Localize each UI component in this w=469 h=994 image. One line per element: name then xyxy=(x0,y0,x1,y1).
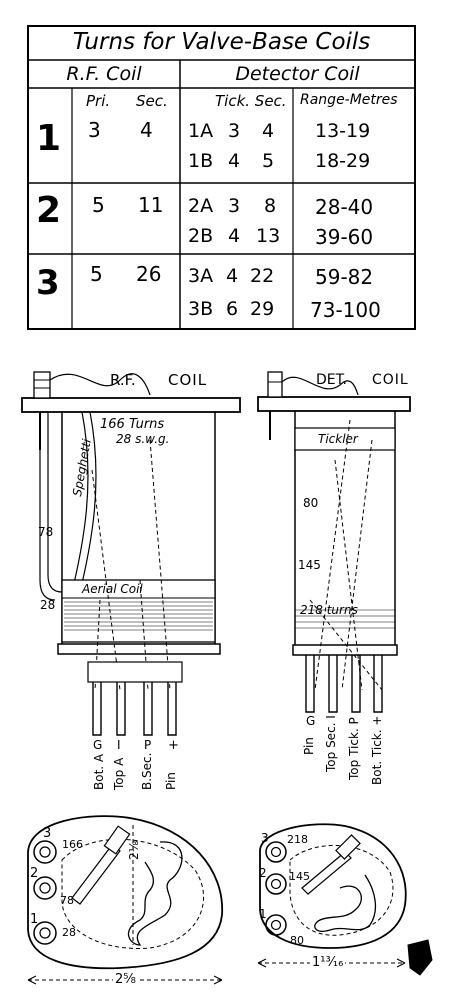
range-value: 39-60 xyxy=(315,225,374,249)
pri-value: 5 xyxy=(92,193,105,217)
det-base-drawing xyxy=(257,823,433,976)
det-id: 3B xyxy=(188,298,214,320)
range-value: 28-40 xyxy=(315,195,374,219)
rf-pin-label: Bot. A xyxy=(92,753,106,790)
det-pin-label: Bot. Tick. + xyxy=(370,715,384,785)
rf-terminal-number: 3 xyxy=(43,826,52,841)
rf-coil-title-left: R.F. xyxy=(110,371,136,389)
tick-value: 4 xyxy=(226,265,239,287)
table-title: Turns for Valve-Base Coils xyxy=(72,29,371,55)
rf-wire-label: 28 s.w.g. xyxy=(116,432,170,446)
rf-tap-number: 78 xyxy=(60,894,74,907)
rf-terminal-number: 1 xyxy=(30,912,39,927)
det-tap-number: 80 xyxy=(290,934,304,947)
rf-tap-number: 28 xyxy=(62,926,76,939)
row-number: 1 xyxy=(36,118,62,159)
det-terminal-number: 1 xyxy=(259,907,267,921)
det-sec-value: 22 xyxy=(250,265,275,287)
det-coil-title-left: DET. xyxy=(316,372,347,388)
rf-outer-dimension: 2⅝ xyxy=(113,972,138,987)
det-tap-145: 145 xyxy=(298,558,321,572)
rf-tap-28: 28 xyxy=(40,598,56,612)
det-coil-drawing xyxy=(257,371,411,713)
tick-value: 4 xyxy=(228,225,241,247)
pri-value: 5 xyxy=(90,262,103,286)
rf-pin-mark: P xyxy=(144,738,152,752)
det-sec-value: 29 xyxy=(250,298,275,320)
det-id: 1A xyxy=(188,120,214,142)
range-value: 13-19 xyxy=(315,120,371,142)
detector-coil-header: Detector Coil xyxy=(235,63,360,85)
rf-tap-number: 166 xyxy=(62,838,83,851)
tick-value: 3 xyxy=(228,195,241,217)
rf-coil-header: R.F. Coil xyxy=(66,63,142,85)
pri-value: 3 xyxy=(88,118,101,142)
rf-turns-label: 166 Turns xyxy=(100,417,165,432)
rf-pin-label: B.Sec. xyxy=(140,752,154,790)
col-sec-header: Sec. xyxy=(136,92,168,110)
table-grid xyxy=(27,25,416,330)
tick-value: 4 xyxy=(228,150,241,172)
rf-tap-78: 78 xyxy=(38,525,54,539)
col-tick-sec-header: Tick. Sec. xyxy=(215,92,287,110)
det-pin-label: Top Tick. P xyxy=(347,717,361,780)
det-id: 1B xyxy=(188,150,214,172)
range-value: 73-100 xyxy=(310,298,381,322)
range-value: 18-29 xyxy=(315,150,371,172)
det-tap-number: 218 xyxy=(287,833,308,846)
det-outer-dimension: 1¹³⁄₁₆ xyxy=(310,955,346,970)
rf-inner-dimension: 2⅛ xyxy=(127,840,141,860)
rf-pin-label: Pin xyxy=(164,772,178,790)
col-range-header: Range-Metres xyxy=(300,92,398,108)
det-id: 2B xyxy=(188,225,214,247)
det-coil-title-right: COIL xyxy=(372,372,409,388)
sec-value: 4 xyxy=(140,118,153,142)
det-sec-value: 4 xyxy=(262,120,275,142)
det-pin-label: Top Sec. I xyxy=(324,715,338,772)
aerial-coil-label: Aerial Coil xyxy=(82,582,143,596)
det-terminal-number: 3 xyxy=(261,831,269,845)
det-sec-value: 13 xyxy=(256,225,281,247)
det-pin-mark: G xyxy=(306,714,316,728)
det-tap-80: 80 xyxy=(303,496,319,510)
rf-coil-drawing xyxy=(21,371,241,736)
tick-value: 6 xyxy=(226,298,239,320)
det-id: 2A xyxy=(188,195,214,217)
det-sec-value: 8 xyxy=(264,195,277,217)
sec-value: 11 xyxy=(138,193,164,217)
col-pri-header: Pri. xyxy=(86,92,111,110)
det-tap-number: 145 xyxy=(289,870,310,883)
rf-pin-mark: I xyxy=(117,738,121,752)
range-value: 59-82 xyxy=(315,265,374,289)
rf-pin-mark: G xyxy=(93,738,103,752)
rf-base-drawing xyxy=(27,815,223,985)
det-pin-label: Pin xyxy=(302,737,316,755)
rf-coil-title-right: COIL xyxy=(168,371,208,389)
det-turns-label: 218 turns xyxy=(300,603,358,617)
rf-pin-mark: + xyxy=(168,738,179,753)
det-id: 3A xyxy=(188,265,214,287)
rf-pin-label: Top A xyxy=(112,757,126,790)
tickler-label: Tickler xyxy=(318,432,358,446)
det-terminal-number: 2 xyxy=(259,866,267,880)
det-sec-value: 5 xyxy=(262,150,275,172)
row-number: 3 xyxy=(36,263,60,303)
row-number: 2 xyxy=(36,190,62,231)
sec-value: 26 xyxy=(136,262,162,286)
tick-value: 3 xyxy=(228,120,241,142)
rf-terminal-number: 2 xyxy=(30,866,39,881)
